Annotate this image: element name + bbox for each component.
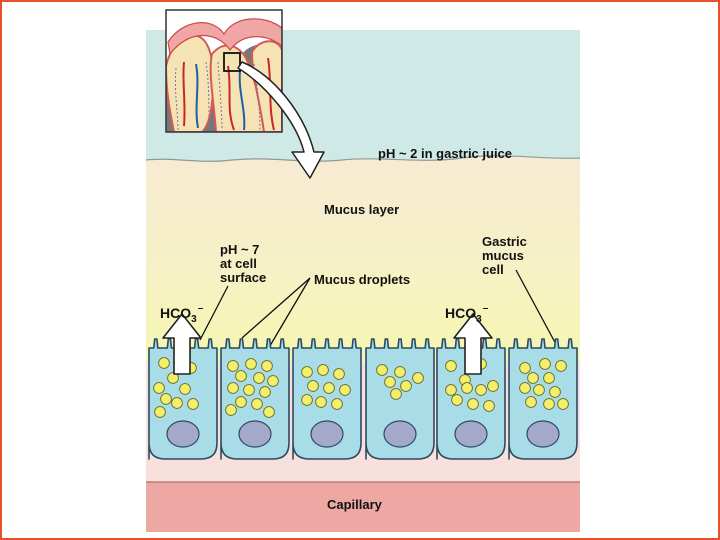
hco3-label-right: HCO3– xyxy=(445,292,489,325)
mucus-droplet xyxy=(235,370,247,382)
mucus-droplet xyxy=(445,384,457,396)
mucus-droplet xyxy=(235,396,247,408)
mucus-droplet xyxy=(543,398,555,410)
mucus-droplet xyxy=(227,360,239,372)
mucus-droplet xyxy=(160,393,172,405)
mucus-droplet xyxy=(158,357,170,369)
hco3-label-left: HCO3– xyxy=(160,292,204,325)
mucus-droplet xyxy=(467,398,479,410)
hco3-base: HCO xyxy=(445,305,477,321)
mucus-droplet xyxy=(394,366,406,378)
cell-nucleus xyxy=(383,420,417,448)
mucus-droplet xyxy=(251,398,263,410)
mucus-droplet xyxy=(475,384,487,396)
cell-nucleus xyxy=(310,420,344,448)
mucus-droplet xyxy=(412,372,424,384)
mucus-droplet xyxy=(307,380,319,392)
mucus-droplet xyxy=(533,384,545,396)
mucus-droplet xyxy=(519,362,531,374)
mucus-droplet xyxy=(167,372,179,384)
mucus-droplet xyxy=(323,382,335,394)
mucus-droplet xyxy=(555,360,567,372)
mucus-droplet xyxy=(331,398,343,410)
epithelial-cells xyxy=(148,338,578,460)
cell-nucleus xyxy=(526,420,560,448)
capillary-label: Capillary xyxy=(327,497,382,512)
mucus-droplet xyxy=(253,372,265,384)
mucus-droplet xyxy=(527,372,539,384)
hco3-subscript: 3 xyxy=(476,314,482,325)
mucus-droplet xyxy=(187,398,199,410)
zoom-box xyxy=(223,52,241,72)
mucus-droplet xyxy=(483,400,495,412)
mucus-droplet xyxy=(243,384,255,396)
mucus-droplet xyxy=(461,382,473,394)
mucus-droplet xyxy=(171,397,183,409)
zoom-arrow xyxy=(237,61,325,179)
gastric-mucus-cell xyxy=(365,338,435,460)
hco3-subscript: 3 xyxy=(191,314,197,325)
basal-region xyxy=(146,362,580,482)
mucus-droplet xyxy=(384,376,396,388)
mucus-droplet xyxy=(225,404,237,416)
mucus-droplet xyxy=(317,364,329,376)
cell-body xyxy=(148,338,218,460)
mucus-droplet xyxy=(227,382,239,394)
mucus-droplet xyxy=(261,360,273,372)
mucus-droplet xyxy=(400,380,412,392)
cell-nucleus xyxy=(166,420,200,448)
mucus-droplet xyxy=(179,383,191,395)
mucus-droplet xyxy=(549,386,561,398)
gastric-mucus-cell xyxy=(436,338,506,460)
mucus-droplet xyxy=(263,406,275,418)
bicarbonate-arrow-left xyxy=(162,313,202,375)
gastric-mucus-cell xyxy=(148,338,218,460)
cell-nucleus xyxy=(454,420,488,448)
mucus-droplet xyxy=(259,386,271,398)
gastric-juice-boundary xyxy=(145,155,581,162)
gastric-mucus-cell xyxy=(292,338,362,460)
hco3-base: HCO xyxy=(160,305,192,321)
capillary-region xyxy=(146,482,580,532)
mucus-droplet xyxy=(154,406,166,418)
mucus-droplet xyxy=(525,396,537,408)
mucus-droplet xyxy=(376,364,388,376)
mucus-droplet xyxy=(301,394,313,406)
mucus-droplet xyxy=(245,358,257,370)
mucus-droplet xyxy=(557,398,569,410)
mucus-droplet xyxy=(539,358,551,370)
bicarbonate-arrow-right xyxy=(453,313,493,375)
gastric-mucus-cell-label: Gastric mucus cell xyxy=(482,234,527,277)
mucus-droplet xyxy=(333,368,345,380)
mucus-layer-label: Mucus layer xyxy=(324,202,400,217)
mucus-droplet xyxy=(267,375,279,387)
ph-surface-label: pH ~ 7 at cell surface xyxy=(220,242,267,285)
mucus-droplet xyxy=(445,360,457,372)
mucus-droplet xyxy=(301,366,313,378)
inset-frame xyxy=(165,9,283,133)
mucus-droplet xyxy=(390,388,402,400)
gastric-juice-label: pH ~ 2 in gastric juice xyxy=(378,146,513,161)
mucus-droplets-label: Mucus droplets xyxy=(314,272,411,287)
mucus-droplet xyxy=(153,382,165,394)
mucus-droplet xyxy=(519,382,531,394)
gastric-mucus-cell xyxy=(508,338,578,460)
gastric-mucus-cell xyxy=(220,338,290,460)
mucus-droplet xyxy=(339,384,351,396)
mucus-droplet xyxy=(543,372,555,384)
hco3-charge: – xyxy=(482,303,489,314)
mucus-droplet xyxy=(487,380,499,392)
mucus-droplet xyxy=(451,394,463,406)
cell-nucleus xyxy=(238,420,272,448)
leader-lines xyxy=(199,269,559,357)
mucus-layer-region xyxy=(146,155,580,362)
mucus-droplet xyxy=(315,396,327,408)
hco3-charge: – xyxy=(197,303,204,314)
